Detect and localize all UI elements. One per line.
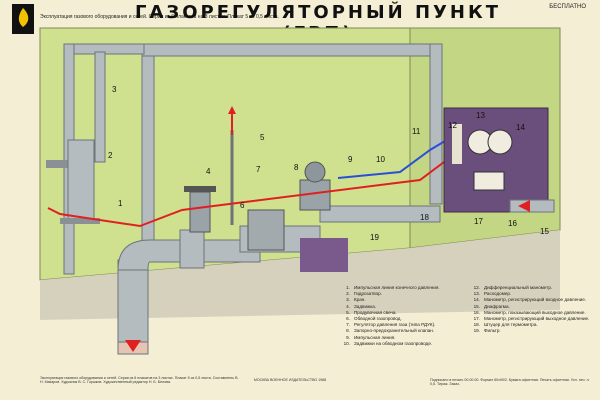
legend-item-number: 10. — [343, 340, 350, 346]
legend-item-number: 5. — [346, 309, 350, 315]
legend-item: 19. Фильтр. — [470, 328, 590, 334]
legend-item-number: 17. — [473, 316, 480, 322]
gate-valve — [184, 186, 216, 233]
callout-10: 10 — [376, 155, 385, 164]
callout-14: 14 — [516, 123, 525, 132]
callout-6: 6 — [240, 201, 245, 210]
legend-item-number: 16. — [473, 309, 480, 315]
callout-8: 8 — [294, 163, 299, 172]
legend-item: 17. Манометр, регистрирующий выходное дав… — [470, 316, 590, 322]
legend-item: 14. Манометр, регистрирующий входное давл… — [470, 297, 590, 303]
legend-item-number: 14. — [473, 297, 480, 303]
legend-item-text: Гидрозатвор. — [354, 291, 382, 297]
legend-item-text: Расходомер. — [484, 291, 512, 297]
legend-item-number: 4. — [346, 303, 350, 309]
legend-item: 18. Штуцер для термометра. — [470, 322, 590, 328]
legend-item-text: Манометр, регистрирующий выходное давлен… — [484, 316, 590, 322]
callout-17: 17 — [474, 217, 483, 226]
callout-1: 1 — [118, 199, 123, 208]
callout-7: 7 — [256, 165, 261, 174]
legend-item-number: 18. — [473, 322, 480, 328]
free-label: БЕСПЛАТНО — [549, 4, 586, 10]
legend-item-number: 8. — [346, 328, 350, 334]
instrument-panel — [443, 107, 549, 213]
legend-item: 13. Расходомер. — [470, 291, 590, 297]
legend-item: 3. Кран. — [340, 297, 466, 303]
legend-item-number: 19. — [473, 328, 480, 334]
series-caption: Эксплуатация газового оборудования и сет… — [40, 14, 279, 20]
legend-item-text: Импульсная линия. — [354, 334, 396, 340]
callout-15: 15 — [540, 227, 549, 236]
legend-item: 10. Задвижки на обводном газопроводе. — [340, 341, 466, 347]
callout-19: 19 — [370, 233, 379, 242]
pressure-regulator — [247, 161, 331, 251]
legend-item-number: 1. — [346, 285, 350, 290]
legend-item: 1. Импульсная линия конечного давления. — [340, 285, 466, 291]
legend-item: 15. Диафрагма. — [470, 304, 590, 310]
legend-item-number: 15. — [473, 303, 480, 309]
legend-item-number: 6. — [346, 316, 350, 322]
flame-logo-icon — [12, 4, 34, 34]
legend-item-text: Обводной газопровод. — [354, 316, 402, 322]
legend-item-text: Манометр, показывающий выходное давление… — [484, 309, 586, 315]
legend-item-number: 7. — [346, 322, 350, 328]
legend-item: 8. Запорно-предохранительный клапан. — [340, 328, 466, 334]
legend-item-number: 3. — [346, 297, 350, 303]
legend-item-text: Дифференциальный манометр. — [484, 285, 553, 290]
legend-item-text: Фильтр. — [484, 328, 501, 334]
legend-item: 4. Задвижка. — [340, 304, 466, 310]
legend-item: 7. Регулятор давления газа (типа РДУК). — [340, 322, 466, 328]
legend-item: 16. Манометр, показывающий выходное давле… — [470, 310, 590, 316]
arrow-left-icon — [518, 200, 530, 212]
callout-11: 11 — [412, 127, 421, 136]
callout-16: 16 — [508, 219, 517, 228]
legend-item-text: Манометр, регистрирующий входное давлени… — [484, 297, 587, 303]
legend-item-text: Регулятор давления газа (типа РДУК). — [354, 322, 436, 328]
callout-5: 5 — [260, 133, 265, 142]
footer-right: Подписано в печать 00.00.00. Формат 60х9… — [430, 378, 590, 387]
legend-item: 2. Гидрозатвор. — [340, 291, 466, 297]
legend-item-text: Задвижки на обводном газопроводе. — [354, 340, 433, 346]
legend-left: 1.Импульсная линия конечного давления.2.… — [340, 285, 466, 347]
legend-item: 6. Обводной газопровод. — [340, 316, 466, 322]
hydroseal — [46, 139, 100, 224]
arrow-down-icon — [125, 340, 141, 352]
legend-item-text: Диафрагма. — [484, 303, 510, 309]
callout-2: 2 — [108, 151, 113, 160]
footer-center: МОСКВА ВОЕННОЕ ИЗДАТЕЛЬСТВО 1988 — [253, 378, 327, 382]
callout-13: 13 — [476, 111, 485, 120]
legend-item-number: 9. — [346, 334, 350, 340]
legend-item: 5. Продувочная свеча. — [340, 310, 466, 316]
footer-left: Эксплуатация газового оборудования и сет… — [40, 376, 239, 385]
legend-right: 12. Дифференциальный манометр. 13. Расходом… — [470, 285, 590, 335]
diaphragm — [509, 199, 555, 213]
legend-item-text: Запорно-предохранительный клапан. — [354, 328, 435, 334]
legend-item-text: Продувочная свеча. — [354, 309, 397, 315]
legend-item: 12. Дифференциальный манометр. — [470, 285, 590, 291]
callout-3: 3 — [112, 85, 117, 94]
legend-item-text: Штуцер для термометра. — [484, 322, 538, 328]
callout-12: 12 — [448, 121, 457, 130]
legend-item-text: Задвижка. — [354, 303, 377, 309]
arrow-up-icon — [228, 106, 236, 114]
callout-labels: 1 2 3 4 5 6 7 8 9 10 11 12 13 14 15 16 1… — [108, 85, 549, 242]
legend-item-text: Кран. — [354, 297, 366, 303]
legend-item-number: 2. — [346, 291, 350, 297]
callout-18: 18 — [420, 213, 429, 222]
legend-item-number: 12. — [473, 285, 480, 290]
legend-item: 9. Импульсная линия. — [340, 335, 466, 341]
legend-item-number: 13. — [473, 291, 480, 297]
callout-4: 4 — [206, 167, 211, 176]
callout-9: 9 — [348, 155, 353, 164]
legend-item-text: Импульсная линия конечного давления. — [354, 285, 440, 290]
floor — [40, 230, 560, 320]
base-block — [300, 238, 348, 272]
